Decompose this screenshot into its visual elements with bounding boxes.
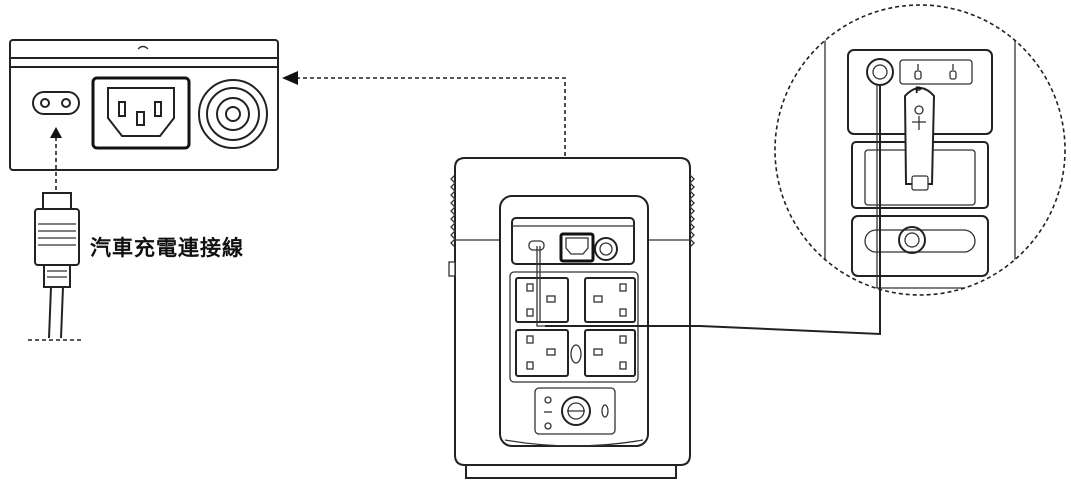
round-port-closeup (198, 79, 268, 149)
ac-outlet-3 (515, 329, 569, 377)
arrow-left-icon (282, 71, 298, 85)
car-charge-port-closeup (32, 91, 80, 115)
power-station-unit (448, 157, 695, 479)
cable-label: 汽車充電連接線 (90, 236, 244, 260)
inset-circle (774, 4, 1066, 296)
panel-closeup (9, 39, 279, 171)
ac-outlet-1 (515, 277, 569, 323)
inset-key-letter: P (915, 86, 922, 96)
zoom-inset: P (774, 4, 1066, 296)
car-cable-plug (28, 192, 82, 341)
ac-outlet-2 (584, 277, 636, 323)
ac-inlet-closeup (91, 76, 191, 150)
ac-outlet-4 (584, 329, 636, 377)
arrow-up-icon (50, 127, 62, 138)
dashed-link-panel (295, 77, 566, 240)
